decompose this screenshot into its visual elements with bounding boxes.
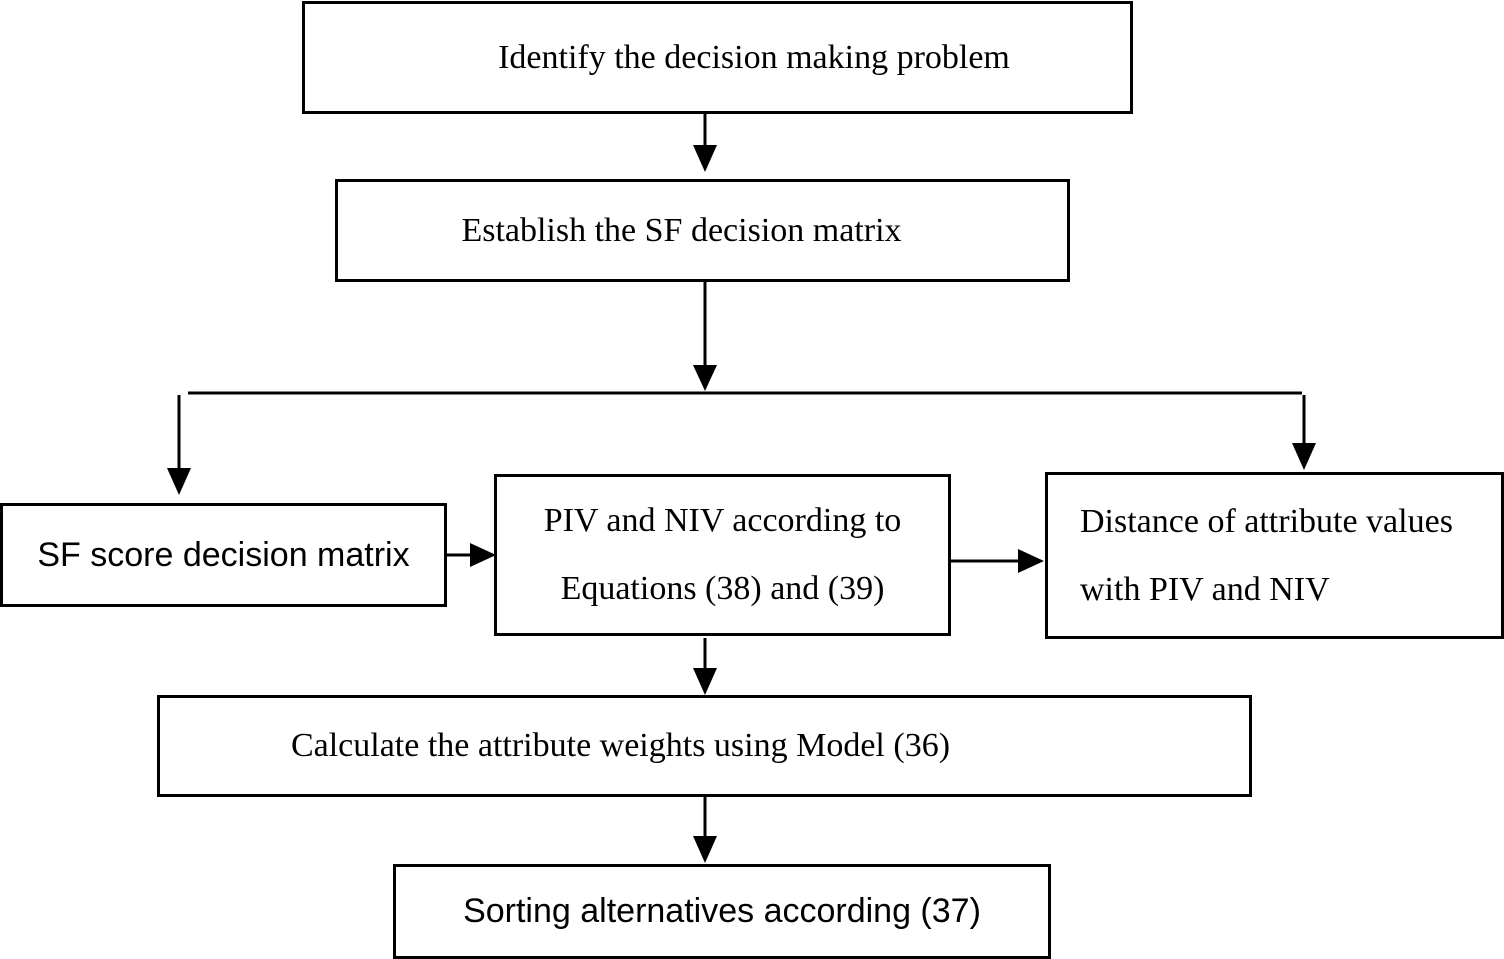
arrowhead-identify-to-establish xyxy=(693,145,717,172)
arrowhead-piv-to-calculate xyxy=(693,668,717,695)
step-piv-label-line1: PIV and NIV according to xyxy=(543,502,902,539)
step-distance-label-line2: with PIV and NIV xyxy=(1080,570,1330,608)
step-piv-niv: PIV and NIV according to Equations (38) … xyxy=(494,474,951,636)
arrowhead-piv-to-distance xyxy=(1018,549,1044,573)
step-piv-label-line2: Equations (38) and (39) xyxy=(560,570,885,607)
step-sorting-alternatives: Sorting alternatives according (37) xyxy=(393,864,1051,959)
step-calculate-weights: Calculate the attribute weights using Mo… xyxy=(157,695,1252,797)
arrowhead-branch-to-score-matrix xyxy=(167,468,191,495)
step-establish-matrix: Establish the SF decision matrix xyxy=(335,179,1070,282)
step-distance-label-line1: Distance of attribute values xyxy=(1080,502,1453,540)
arrowhead-establish-to-branch xyxy=(693,365,717,391)
arrowhead-calculate-to-sorting xyxy=(693,836,717,863)
step-identify-label: Identify the decision making problem xyxy=(498,38,1010,76)
step-calculate-label: Calculate the attribute weights using Mo… xyxy=(290,727,951,764)
step-score-decision-matrix: SF score decision matrix xyxy=(0,503,447,607)
step-establish-label: Establish the SF decision matrix xyxy=(461,211,902,249)
step-score-label: SF score decision matrix xyxy=(37,535,410,574)
step-identify-problem: Identify the decision making problem xyxy=(302,1,1133,114)
step-sorting-label: Sorting alternatives according (37) xyxy=(463,892,981,930)
arrowhead-score-matrix-to-piv xyxy=(470,543,496,567)
arrowhead-branch-to-distance xyxy=(1292,443,1316,470)
step-distance: Distance of attribute values with PIV an… xyxy=(1045,472,1504,639)
